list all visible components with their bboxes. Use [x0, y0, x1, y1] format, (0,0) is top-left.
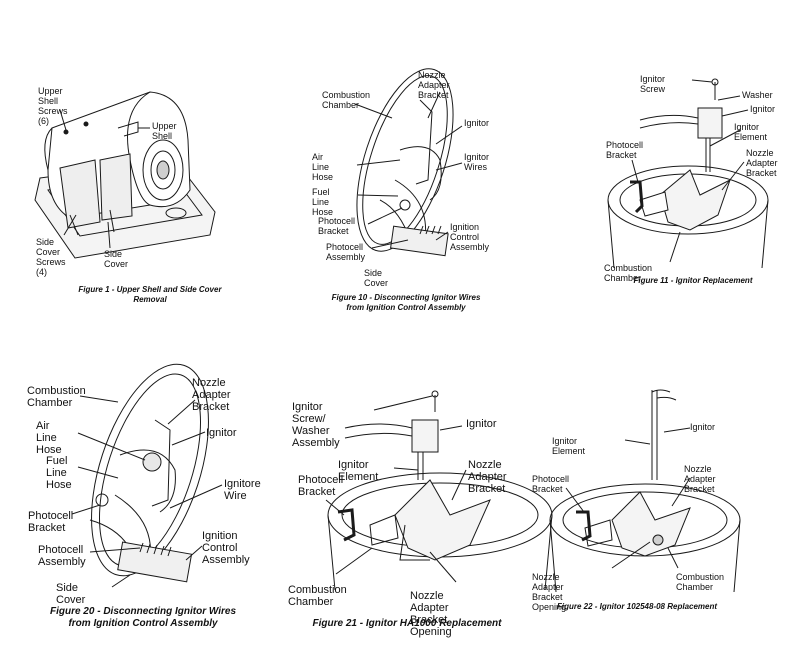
- heater-drawing: [34, 91, 216, 259]
- chamber-drawing-b: [607, 78, 769, 269]
- label-ignitor-element: Ignitor Element: [338, 459, 379, 483]
- label-ignitor-wires: Ignitor Wires: [464, 152, 490, 172]
- label-air-line-hose: Air Line Hose: [312, 152, 334, 182]
- chamber-drawing-a: [354, 68, 463, 257]
- caption-figure-1: Figure 1 - Upper Shell and Side Cover Re…: [78, 285, 222, 304]
- label-ignitor: Ignitor: [750, 104, 776, 114]
- chamber-drawing-c: [71, 363, 223, 588]
- chamber-drawing-e: [549, 389, 741, 593]
- label-fuel-line-hose: Fuel Line Hose: [312, 187, 334, 217]
- caption-figure-20: Figure 20 - Disconnecting Ignitor Wires …: [49, 606, 237, 629]
- caption-figure-11: Figure 11 - Ignitor Replacement: [633, 276, 753, 285]
- label-ignitor: Ignitor: [690, 422, 716, 432]
- label-photocell-bracket: Photocell Bracket: [28, 510, 74, 534]
- label-combustion-chamber: Combustion Chamber: [288, 584, 347, 608]
- label-combustion-chamber: Combustion Chamber: [604, 263, 653, 283]
- label-nozzle-adapter-bracket: Nozzle Adapter Bracket: [192, 377, 231, 413]
- caption-figure-22: Figure 22 - Ignitor 102548-08 Replacemen…: [556, 602, 718, 611]
- label-fuel-line-hose: Fuel Line Hose: [46, 455, 72, 491]
- label-photocell-bracket: Photocell Bracket: [298, 474, 344, 498]
- label-photocell-bracket: Photocell Bracket: [606, 140, 644, 160]
- label-washer: Washer: [742, 90, 773, 100]
- label-ignitor: Ignitor: [464, 118, 490, 128]
- label-nozzle-adapter-bracket: Nozzle Adapter Bracket: [418, 70, 450, 100]
- label-ignitor-element: Ignitor Element: [552, 436, 586, 456]
- label-combustion-chamber: Combustion Chamber: [27, 385, 86, 409]
- label-ignition-control-assembly: Ignition Control Assembly: [450, 222, 490, 252]
- label-air-line-hose: Air Line Hose: [36, 420, 62, 456]
- chamber-drawing-d: [325, 390, 553, 591]
- label-upper-shell: Upper Shell: [152, 121, 177, 141]
- label-ignitor: Ignitor: [206, 427, 237, 439]
- label-side-cover: Side Cover: [56, 582, 86, 606]
- label-photocell-assembly: Photocell Assembly: [38, 544, 86, 568]
- label-side-cover: Side Cover: [104, 249, 129, 269]
- caption-figure-10: Figure 10 - Disconnecting Ignitor Wires …: [331, 293, 481, 312]
- label-ignition-control-assembly: Ignition Control Assembly: [202, 530, 250, 566]
- label-combustion-chamber: Combustion Chamber: [322, 90, 371, 110]
- label-photocell-bracket: Photocell Bracket: [532, 474, 570, 494]
- label-side-cover: Side Cover: [364, 268, 389, 288]
- label-ignitor-element: Ignitor Element: [734, 122, 768, 142]
- caption-figure-21: Figure 21 - Ignitor HA1000 Replacement: [312, 618, 502, 629]
- label-photocell-assembly: Photocell Assembly: [326, 242, 366, 262]
- label-nozzle-adapter-bracket: Nozzle Adapter Bracket: [468, 459, 507, 495]
- label-nozzle-adapter-bracket: Nozzle Adapter Bracket: [684, 464, 716, 494]
- label-ignitor: Ignitor: [466, 418, 497, 430]
- label-nozzle-adapter-bracket-opening: Nozzle Adapter Bracket Opening: [410, 590, 452, 638]
- label-side-cover-screws: Side Cover Screws (4): [36, 237, 66, 277]
- label-ignitore-wire: Ignitore Wire: [224, 478, 261, 502]
- label-ignitor-screw-washer-assembly: Ignitor Screw/ Washer Assembly: [292, 401, 340, 449]
- label-ignitor-screw: Ignitor Screw: [640, 74, 666, 94]
- label-nozzle-adapter-bracket-opening: Nozzle Adapter Bracket Opening: [532, 572, 567, 612]
- label-upper-shell-screws: Upper Shell Screws (6): [38, 86, 68, 126]
- label-nozzle-adapter-bracket: Nozzle Adapter Bracket: [746, 148, 778, 178]
- label-combustion-chamber: Combustion Chamber: [676, 572, 725, 592]
- label-photocell-bracket: Photocell Bracket: [318, 216, 356, 236]
